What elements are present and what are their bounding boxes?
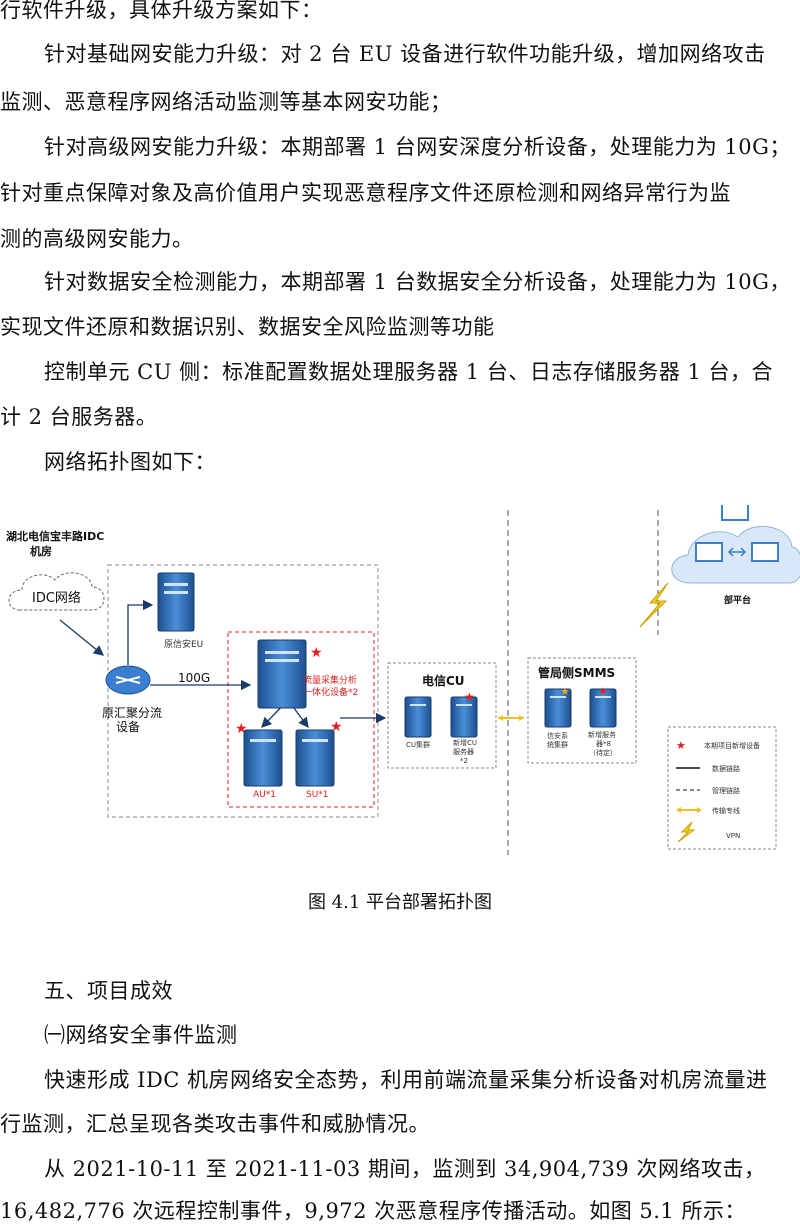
- au-label: AU*1: [253, 790, 276, 800]
- paragraph-line: 测的高级网安能力。: [0, 227, 194, 251]
- legend-vpn: VPN: [726, 832, 740, 840]
- star-icon: ★: [560, 685, 570, 698]
- paragraph-line: 实现文件还原和数据识别、数据安全风险监测等功能: [0, 315, 495, 339]
- cu-cluster-label: CU集群: [406, 740, 430, 749]
- telecom-cu-box: [387, 662, 497, 769]
- vpn-lightning-icon: [639, 582, 669, 628]
- paragraph-line: 针对高级网安能力升级：本期部署 1 台网安深度分析设备，处理能力为 10G；: [44, 135, 791, 159]
- server-icon: [257, 639, 307, 709]
- paragraph-line: 16,482,776 次远程控制事件，9,972 次恶意程序传播活动。如图 5.…: [0, 1199, 746, 1223]
- paragraph-line: 行软件升级，具体升级方案如下：: [0, 0, 323, 22]
- figure-caption: 图 4.1 平台部署拓扑图: [307, 892, 493, 913]
- server-icon: [243, 729, 283, 787]
- subsection-heading: ㈠网络安全事件监测: [44, 1023, 238, 1047]
- telecom-cu-title: 电信CU: [422, 673, 465, 688]
- new-cu-label-3: *2: [460, 757, 468, 765]
- paragraph-line: 针对重点保障对象及高价值用户实现恶意程序文件还原检测和网络异常行为监: [0, 181, 731, 205]
- legend-new-device: 本期项目新增设备: [704, 741, 760, 750]
- platform-label: 部平台: [724, 594, 751, 606]
- link-speed-label: 100G: [178, 671, 210, 685]
- new-cu-label: 新增CU: [453, 738, 477, 747]
- paragraph-line: 快速形成 IDC 机房网络安全态势，利用前端流量采集分析设备对机房流量进: [44, 1068, 768, 1092]
- server-icon: [295, 729, 335, 787]
- smms-new-label: 新增服务: [588, 730, 616, 739]
- server-icon: [589, 688, 617, 728]
- legend-dedicated-line: 传输专线: [712, 806, 740, 815]
- collector-label-2: 一体化设备*2: [303, 686, 358, 698]
- splitter-label: 原汇聚分流: [102, 706, 162, 720]
- site-box: [107, 564, 379, 818]
- new-device-star-icon: ★: [464, 690, 475, 704]
- new-cu-label-2: 服务器: [453, 747, 474, 756]
- new-device-star-icon: ★: [310, 645, 323, 661]
- vpn-lightning-icon: [677, 821, 696, 843]
- paragraph-line: 从 2021-10-11 至 2021-11-03 期间，监测到 34,904,…: [44, 1157, 766, 1181]
- smms-new-label-3: （待定）: [589, 748, 617, 757]
- section-heading: 五、项目成效: [44, 979, 173, 1003]
- server-icon: [157, 572, 195, 632]
- new-device-star-icon: ★: [598, 685, 608, 698]
- idc-cloud-label: IDC网络: [32, 590, 81, 606]
- server-icon: [544, 688, 572, 728]
- paragraph-line: 计 2 台服务器。: [0, 405, 158, 429]
- switch-icon: [105, 665, 151, 695]
- paragraph-line: 监测、恶意程序网络活动监测等基本网安功能；: [0, 90, 452, 114]
- paragraph-line: 针对数据安全检测能力，本期部署 1 台数据安全分析设备，处理能力为 10G，: [44, 270, 791, 294]
- smms-title: 管局侧SMMS: [538, 665, 615, 680]
- orig-eu-label: 原信安EU: [164, 638, 203, 650]
- site-title: 湖北电信宝丰路IDC: [6, 529, 104, 543]
- collector-label: 流量采集分析: [303, 674, 357, 686]
- su-label: SU*1: [306, 790, 329, 800]
- paragraph-line: 控制单元 CU 侧：标准配置数据处理服务器 1 台、日志存储服务器 1 台，合: [44, 360, 774, 384]
- site-title-2: 机房: [30, 544, 52, 558]
- idc-cloud-icon: [8, 572, 105, 611]
- legend-data-link: 数据链路: [712, 764, 740, 773]
- new-device-star-icon: ★: [676, 739, 686, 752]
- splitter-label-2: 设备: [116, 720, 140, 734]
- platform-cloud-icon: [671, 505, 800, 584]
- new-device-star-icon: ★: [330, 719, 343, 735]
- smms-box: [527, 657, 637, 764]
- topology-diagram: 湖北电信宝丰路IDC 机房 IDC网络 原信安EU 原汇聚分流 设备 100G …: [6, 505, 800, 855]
- server-icon: [450, 696, 478, 738]
- legend-mgmt-link: 管理链路: [712, 786, 740, 795]
- paragraph-line: 针对基础网安能力升级：对 2 台 EU 设备进行软件功能升级，增加网络攻击: [44, 42, 766, 66]
- smms-cluster-label-2: 统集群: [547, 740, 568, 749]
- paragraph-line: 行监测，汇总呈现各类攻击事件和威胁情况。: [0, 1112, 430, 1136]
- smms-new-label-2: 器*8: [596, 740, 611, 748]
- new-device-star-icon: ★: [235, 721, 248, 737]
- new-device-box: [227, 631, 375, 808]
- server-icon: [404, 696, 432, 738]
- smms-cluster-label: 信安系: [547, 731, 568, 740]
- paragraph-line: 网络拓扑图如下：: [44, 450, 216, 474]
